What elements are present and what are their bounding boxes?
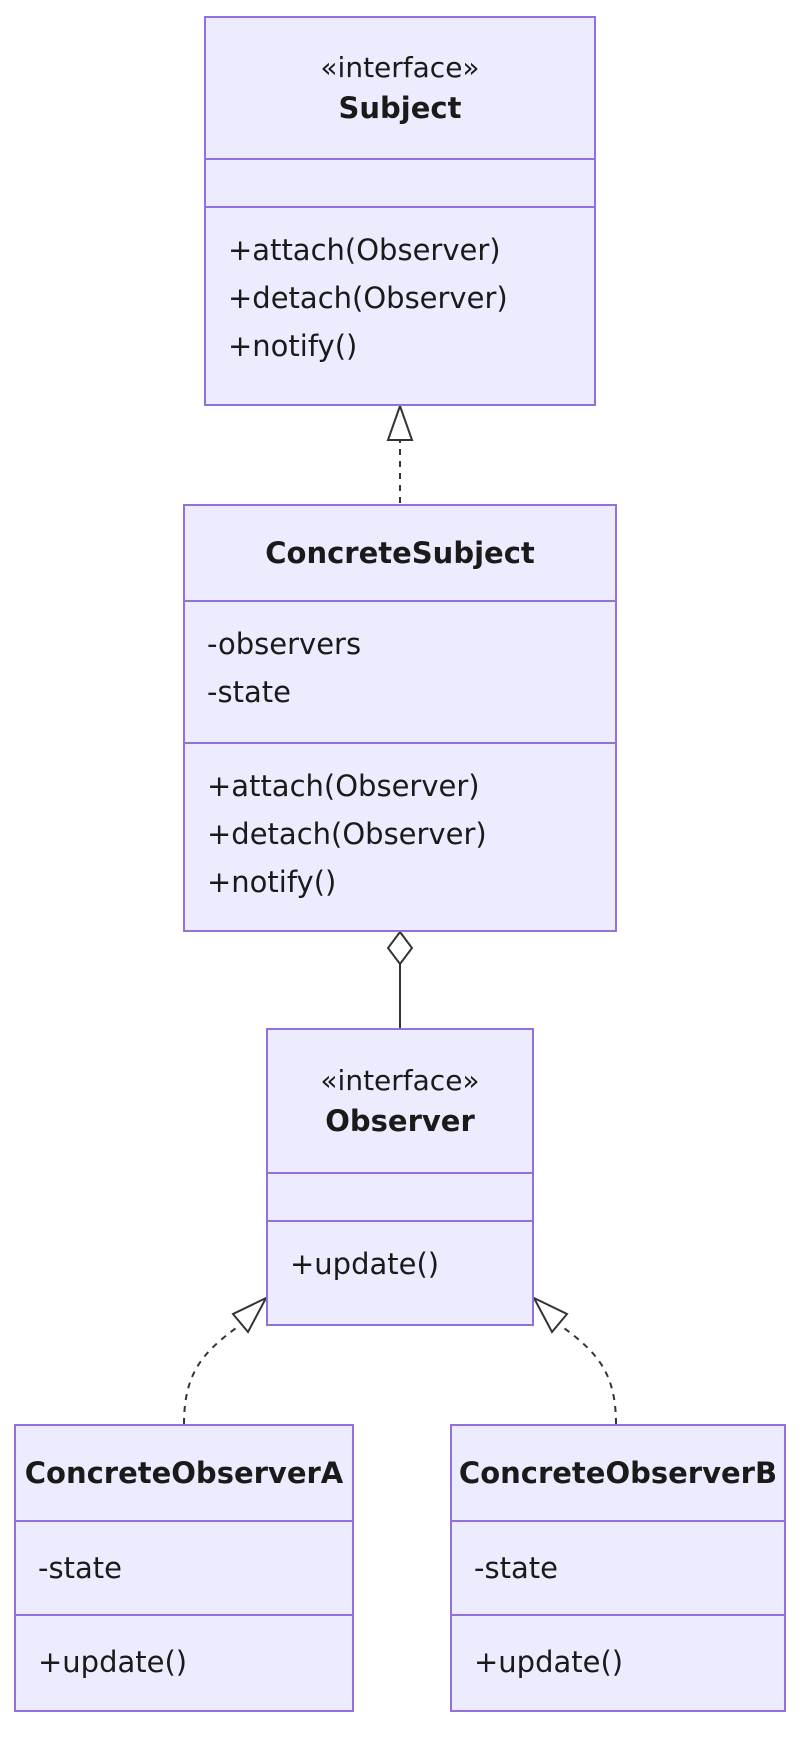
class-name: Subject xyxy=(338,91,462,125)
attributes-compartment: -state xyxy=(452,1520,784,1614)
attribute: -state xyxy=(474,1551,558,1585)
method: +notify() xyxy=(207,865,337,899)
attributes-compartment: -observers -state xyxy=(185,600,615,742)
methods-compartment: +update() xyxy=(268,1220,532,1288)
class-header: «interface» Observer xyxy=(268,1030,532,1172)
methods-compartment: +update() xyxy=(452,1614,784,1686)
method: +update() xyxy=(290,1247,440,1281)
class-name: ConcreteObserverB xyxy=(458,1456,778,1490)
class-name: Observer xyxy=(325,1104,475,1138)
realization-arrowhead-subject xyxy=(386,402,414,441)
class-name: ConcreteSubject xyxy=(265,536,535,570)
method: +update() xyxy=(474,1645,624,1679)
realization-arrowhead-observer-left xyxy=(231,1295,269,1334)
methods-compartment: +update() xyxy=(16,1614,352,1686)
class-header: «interface» Subject xyxy=(206,18,594,158)
realization-line-concreteobserverb-observer xyxy=(563,1327,617,1425)
class-header: ConcreteSubject xyxy=(185,506,615,600)
attributes-compartment xyxy=(268,1172,532,1220)
attributes-compartment: -state xyxy=(16,1520,352,1614)
method: +detach(Observer) xyxy=(228,281,508,315)
method: +attach(Observer) xyxy=(228,233,501,267)
realization-line-concreteobservera-observer xyxy=(183,1327,237,1425)
class-subject: «interface» Subject +attach(Observer) +d… xyxy=(204,16,596,406)
method: +attach(Observer) xyxy=(207,769,480,803)
attributes-compartment xyxy=(206,158,594,206)
class-concrete-subject: ConcreteSubject -observers -state +attac… xyxy=(183,504,617,932)
class-stereotype: «interface» xyxy=(320,51,480,84)
class-header: ConcreteObserverB xyxy=(452,1426,784,1520)
method: +update() xyxy=(38,1645,188,1679)
attribute: -state xyxy=(207,675,291,709)
class-observer: «interface» Observer +update() xyxy=(266,1028,534,1326)
methods-compartment: +attach(Observer) +detach(Observer) +not… xyxy=(206,206,594,370)
method: +detach(Observer) xyxy=(207,817,487,851)
methods-compartment: +attach(Observer) +detach(Observer) +not… xyxy=(185,742,615,906)
class-concrete-observer-a: ConcreteObserverA -state +update() xyxy=(14,1424,354,1712)
method: +notify() xyxy=(228,329,358,363)
class-stereotype: «interface» xyxy=(320,1064,480,1097)
class-concrete-observer-b: ConcreteObserverB -state +update() xyxy=(450,1424,786,1712)
attribute: -state xyxy=(38,1551,122,1585)
class-header: ConcreteObserverA xyxy=(16,1426,352,1520)
attribute: -observers xyxy=(207,627,362,661)
aggregation-diamond-concretesubject xyxy=(386,930,414,966)
class-name: ConcreteObserverA xyxy=(24,1456,344,1490)
realization-arrowhead-observer-right xyxy=(531,1295,569,1334)
